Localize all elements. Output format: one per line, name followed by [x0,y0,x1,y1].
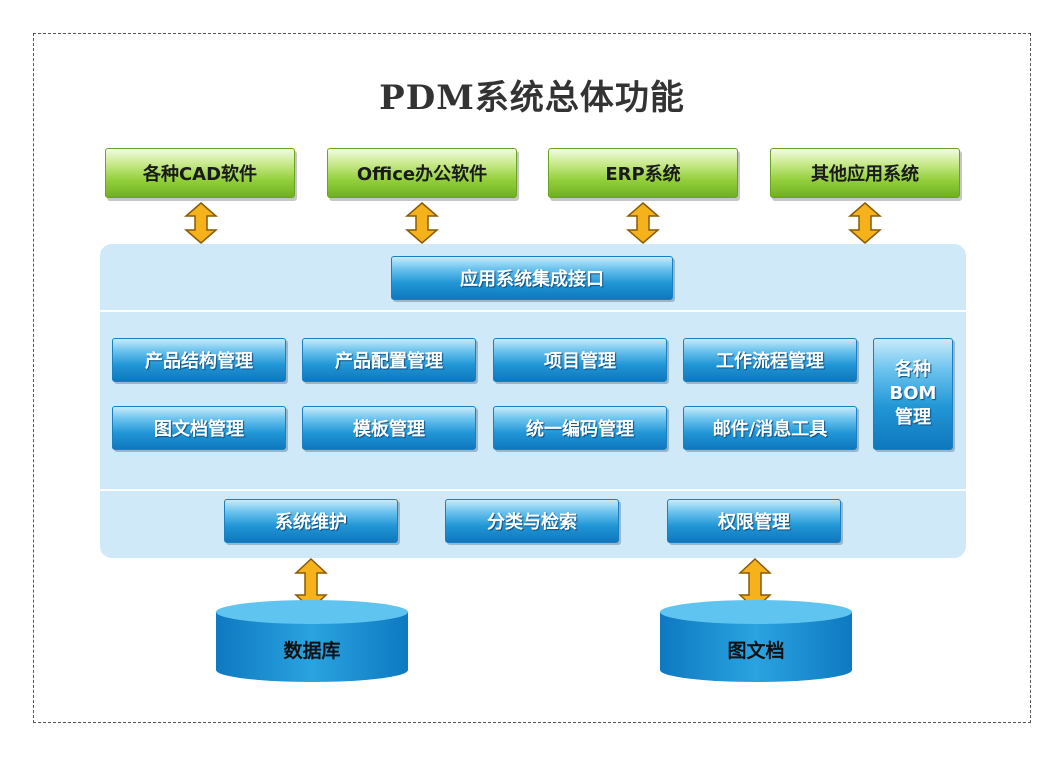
module-box: 统一编码管理 [493,406,667,450]
database-label: 数据库 [283,640,341,662]
bom-label-line: BOM [889,382,937,404]
integration-interface-box: 应用系统集成接口 [391,256,673,300]
module-box: 邮件/消息工具 [683,406,857,450]
document-store-label: 图文档 [727,640,785,662]
bom-label-line: 各种 [895,358,931,380]
module-box: 图文档管理 [112,406,286,450]
bom-label-line: 管理 [895,407,931,429]
erp-system-box: ERP系统 [548,148,738,198]
module-box: 工作流程管理 [683,338,857,382]
panel-divider [100,489,966,491]
double-arrow-icon [625,202,661,244]
service-box: 系统维护 [224,499,398,543]
other-systems-box: 其他应用系统 [770,148,960,198]
document-store-cylinder-icon [660,600,852,682]
dashed-frame [33,33,1031,723]
diagram-title: PDM系统总体功能 [379,78,685,118]
module-box: 产品配置管理 [302,338,476,382]
module-box: 模板管理 [302,406,476,450]
double-arrow-icon [847,202,883,244]
office-software-box: Office办公软件 [327,148,517,198]
cad-software-box: 各种CAD软件 [105,148,295,198]
bom-management-box: 各种 BOM 管理 [873,338,953,450]
service-box: 权限管理 [667,499,841,543]
service-box: 分类与检索 [445,499,619,543]
module-box: 项目管理 [493,338,667,382]
double-arrow-icon [404,202,440,244]
module-box: 产品结构管理 [112,338,286,382]
database-cylinder-icon [216,600,408,682]
panel-divider [100,310,966,312]
double-arrow-icon [183,202,219,244]
